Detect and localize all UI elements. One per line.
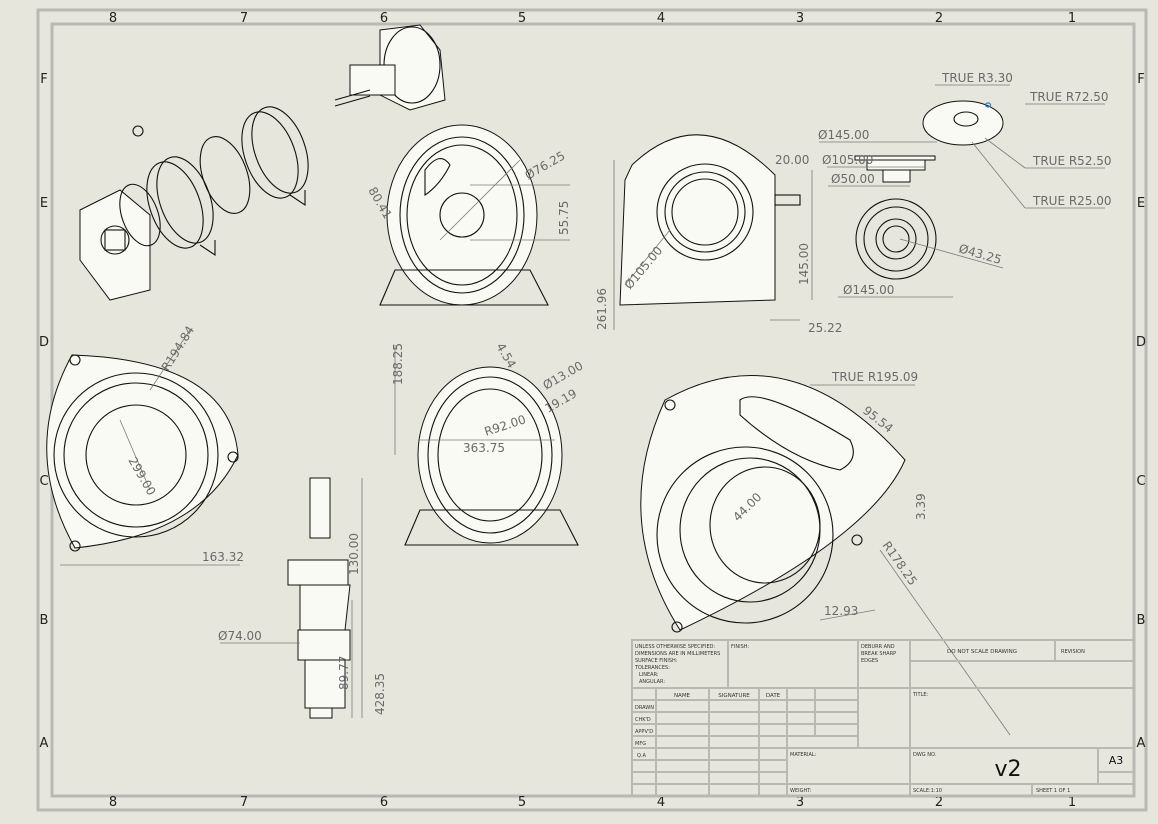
tb-size: A3 (1109, 754, 1124, 767)
zone-labels-right: F E D C B A (1136, 72, 1146, 751)
dimension-label: 428.35 (373, 673, 387, 715)
dimension-label: TRUE R195.09 (831, 370, 918, 384)
tb-revision: REVISION (1061, 649, 1085, 655)
dimension-label: 25.22 (808, 321, 842, 335)
zone-col: 3 (796, 11, 804, 26)
zone-col: 8 (109, 11, 117, 26)
tb-note: TOLERANCES: (634, 665, 670, 671)
zone-col: 5 (518, 11, 526, 26)
tb-scale: SCALE:1:10 (913, 788, 942, 794)
zone-col: 7 (240, 795, 248, 810)
tb-note: UNLESS OTHERWISE SPECIFIED: (635, 644, 715, 650)
rotor-section-view (640, 375, 1011, 736)
zone-row: B (40, 613, 49, 628)
zone-row: F (40, 72, 47, 87)
zone-row: D (1136, 335, 1146, 350)
zone-col: 1 (1068, 11, 1076, 26)
tb-note: DIMENSIONS ARE IN MILLIMETERS (635, 651, 720, 657)
housing-front-view (379, 124, 570, 306)
dimension-label: 163.32 (202, 550, 244, 564)
tb-deburr: EDGES (861, 658, 878, 664)
exploded-view (79, 106, 309, 301)
tb-dwg-no-label: DWG NO. (913, 752, 937, 758)
zone-labels-top: 8 7 6 5 4 3 2 1 (109, 11, 1076, 26)
zone-col: 4 (657, 795, 665, 810)
dimension-label: Ø50.00 (831, 172, 875, 186)
tb-deburr: BREAK SHARP (861, 651, 896, 657)
zone-col: 5 (518, 795, 526, 810)
dimension-label: 188.25 (391, 343, 405, 385)
tb-note: ANGULAR: (639, 679, 665, 685)
zone-row: A (1137, 736, 1146, 751)
zone-row: E (40, 196, 48, 211)
zone-row: C (39, 474, 48, 489)
zone-col: 6 (380, 795, 388, 810)
end-housing-view (613, 134, 813, 330)
tb-dwg-no: v2 (994, 757, 1021, 782)
dimension-label: Ø145.00 (818, 128, 869, 142)
zone-row: C (1136, 474, 1145, 489)
dimension-label: 363.75 (463, 441, 505, 455)
dimension-label: Ø74.00 (218, 629, 262, 643)
dimension-label: Ø145.00 (843, 283, 894, 297)
dimension-label: 12.93 (824, 604, 858, 618)
tb-do-not-scale: DO NOT SCALE DRAWING (947, 649, 1017, 655)
tb-finish: FINISH: (731, 644, 749, 650)
selected-hole (984, 102, 992, 108)
assembled-isometric-view (334, 24, 446, 111)
dimension-label: Ø105.00 (822, 153, 873, 167)
tb-col-signature: SIGNATURE (718, 693, 750, 699)
zone-row: F (1137, 72, 1144, 87)
tb-row: MFG (635, 741, 646, 747)
tb-note: LINEAR: (639, 672, 659, 678)
eccentric-shaft-view (220, 477, 363, 719)
dimension-label: TRUE R72.50 (1029, 90, 1109, 104)
title-block (631, 639, 1135, 797)
zone-labels-bottom: 8 7 6 5 4 3 2 1 (109, 795, 1076, 810)
tb-sheet: SHEET 1 OF 1 (1036, 788, 1070, 794)
cover-plate-views (819, 84, 1105, 298)
tb-deburr: DEBURR AND (861, 644, 895, 650)
tb-material: MATERIAL: (790, 752, 817, 758)
outer-border (36, 8, 1148, 812)
zone-col: 8 (109, 795, 117, 810)
dimension-label: 89.77 (337, 656, 351, 690)
tb-row: APPV'D (635, 729, 653, 735)
zone-row: B (1137, 613, 1146, 628)
zone-col: 4 (657, 11, 665, 26)
zone-col: 1 (1068, 795, 1076, 810)
dimension-label: 130.00 (347, 533, 361, 575)
dimension-label: 145.00 (797, 243, 811, 285)
dimension-label: TRUE R52.50 (1032, 154, 1112, 168)
dimension-label: TRUE R3.30 (941, 71, 1013, 85)
zone-col: 6 (380, 11, 388, 26)
zone-labels-left: F E D C B A (39, 72, 49, 751)
zone-row: D (39, 335, 49, 350)
rotor-housing-view (394, 345, 579, 546)
zone-row: A (40, 736, 49, 751)
dimension-label: 55.75 (557, 201, 571, 235)
dimension-label: 261.96 (595, 288, 609, 330)
zone-col: 3 (796, 795, 804, 810)
tb-note: SURFACE FINISH: (635, 658, 678, 664)
tb-row: Q.A (637, 753, 647, 759)
zone-row: E (1137, 196, 1145, 211)
dimension-label: TRUE R25.00 (1032, 194, 1112, 208)
zone-col: 2 (935, 11, 943, 26)
tb-col-date: DATE (766, 693, 781, 699)
tb-row: DRAWN (635, 705, 654, 711)
tb-weight: WEIGHT: (790, 788, 812, 794)
zone-col: 2 (935, 795, 943, 810)
dimension-label: 3.39 (914, 493, 928, 520)
tb-title: TITLE: (912, 692, 929, 698)
dimension-label: 20.00 (775, 153, 809, 167)
rotor-view (46, 329, 240, 566)
zone-col: 7 (240, 11, 248, 26)
tb-row: CHK'D (635, 717, 651, 723)
tb-col-name: NAME (674, 693, 691, 699)
